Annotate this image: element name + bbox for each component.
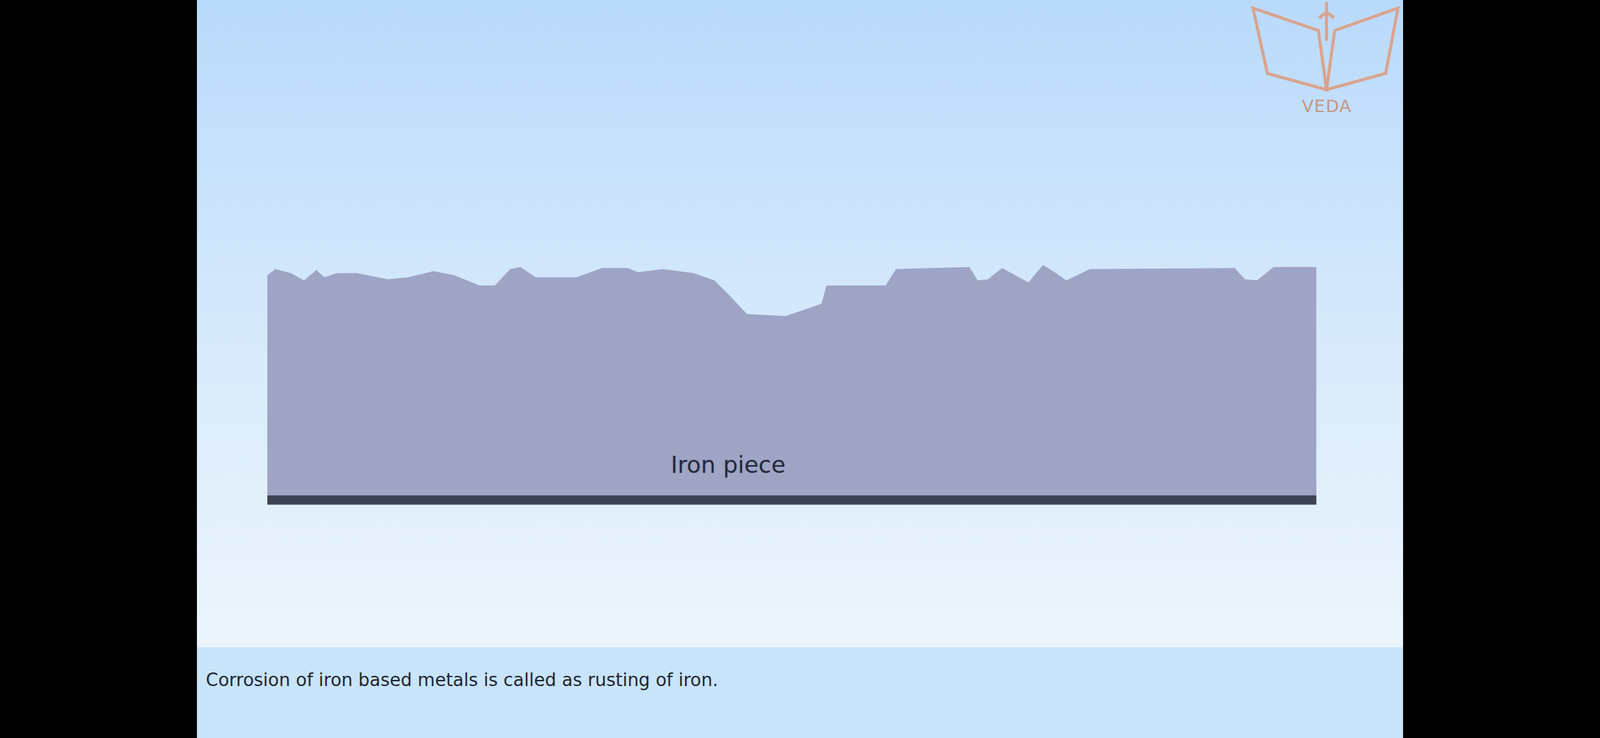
- iron-piece-shape: [267, 265, 1317, 506]
- caption-band: [196, 647, 1404, 738]
- caption-text: Corrosion of iron based metals is called…: [205, 670, 718, 691]
- node-label: Iron piece: [670, 451, 786, 479]
- background: [196, 0, 1404, 738]
- base-strip: [267, 495, 1317, 505]
- watermark: VEDA: [1301, 96, 1352, 117]
- iron-piece: Iron piece: [267, 267, 1317, 506]
- veda-logo: [1253, 2, 1399, 90]
